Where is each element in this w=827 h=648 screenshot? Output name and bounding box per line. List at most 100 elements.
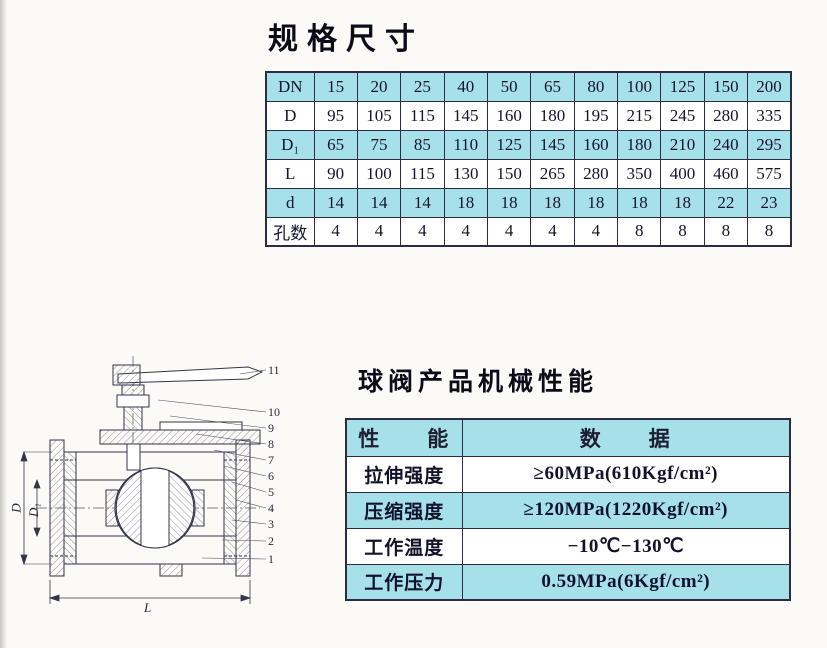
spec-cell: 4: [443, 216, 488, 247]
spec-cell: 110: [443, 129, 488, 160]
spec-cell: 575: [747, 158, 792, 189]
dim-label-outer: D: [8, 503, 24, 513]
spec-row-label: 孔数: [265, 216, 315, 247]
drawing-callout-11: 11: [268, 363, 280, 377]
drawing-callout-1: 1: [268, 552, 274, 566]
spec-cell: 150: [703, 71, 749, 102]
spec-cell: 18: [486, 187, 532, 218]
spec-row-label: D₁: [265, 129, 315, 160]
drawing-callout-8: 8: [268, 437, 274, 451]
dimension-lines: [20, 450, 252, 604]
spec-cell: 14: [400, 187, 445, 218]
spec-cell: 100: [356, 158, 402, 189]
dim-label-inner: D₁: [25, 503, 41, 517]
spec-cell: 125: [660, 71, 705, 102]
performance-header-data: 数 据: [461, 418, 791, 457]
spec-cell: 4: [356, 216, 402, 247]
drawing-callout-9: 9: [268, 421, 274, 435]
performance-row-label: 拉伸强度: [345, 455, 463, 493]
drawing-callout-4: 4: [268, 501, 274, 515]
drawing-callout-3: 3: [268, 517, 274, 531]
spec-cell: 22: [703, 187, 749, 218]
spec-cell: 130: [443, 158, 488, 189]
spec-cell: 210: [660, 129, 705, 160]
performance-table-row: 压缩强度≥120MPa(1220Kgf/cm²): [345, 491, 791, 529]
spec-row-label: L: [265, 158, 315, 189]
performance-row-label: 压缩强度: [345, 491, 463, 529]
spec-row-label: DN: [265, 71, 315, 102]
spec-cell: 240: [703, 129, 749, 160]
performance-header-property: 性 能: [345, 418, 463, 457]
spec-cell: 23: [747, 187, 792, 218]
performance-row-value: 0.59MPa(6Kgf/cm²): [461, 563, 791, 601]
spec-cell: 4: [530, 216, 575, 247]
performance-row-label: 工作压力: [345, 563, 463, 601]
spec-cell: 50: [486, 71, 532, 102]
drawing-callout-7: 7: [268, 453, 274, 467]
spec-cell: 150: [486, 158, 532, 189]
spec-cell: 95: [313, 100, 358, 131]
performance-row-value: ≥120MPa(1220Kgf/cm²): [461, 491, 791, 529]
spec-cell: 460: [703, 158, 749, 189]
spec-cell: 350: [617, 158, 662, 189]
spec-cell: 14: [356, 187, 402, 218]
spec-cell: 4: [400, 216, 445, 247]
spec-cell: 65: [530, 71, 575, 102]
spec-cell: 105: [356, 100, 402, 131]
spec-cell: 160: [573, 129, 619, 160]
spec-cell: 85: [400, 129, 445, 160]
spec-cell: 125: [486, 129, 532, 160]
leader-lines: [157, 369, 267, 560]
spec-cell: 115: [400, 100, 445, 131]
spec-cell: 8: [617, 216, 662, 247]
performance-header-row: 性 能 数 据: [345, 418, 791, 457]
spec-cell: 280: [573, 158, 619, 189]
performance-table-row: 工作温度−10℃−130℃: [345, 527, 791, 565]
spec-cell: 100: [617, 71, 662, 102]
dim-label-length: L: [144, 600, 152, 615]
spec-cell: 18: [573, 187, 619, 218]
spec-cell: 245: [660, 100, 705, 131]
spec-cell: 18: [660, 187, 705, 218]
spec-cell: 18: [617, 187, 662, 218]
drawing-callout-10: 10: [268, 405, 280, 419]
spec-cell: 90: [313, 158, 358, 189]
spec-row-label: d: [265, 187, 315, 218]
spec-cell: 195: [573, 100, 619, 131]
spec-cell: 14: [313, 187, 358, 218]
spec-cell: 160: [486, 100, 532, 131]
spec-cell: 215: [617, 100, 662, 131]
performance-row-value: −10℃−130℃: [461, 527, 791, 565]
spec-cell: 295: [747, 129, 792, 160]
spec-cell: 8: [747, 216, 792, 247]
spec-cell: 180: [530, 100, 575, 131]
performance-table-row: 拉伸强度≥60MPa(610Kgf/cm²): [345, 455, 791, 493]
spec-cell: 400: [660, 158, 705, 189]
drawing-callout-6: 6: [268, 469, 274, 483]
spec-cell: 4: [486, 216, 532, 247]
drawing-callout-2: 2: [268, 534, 274, 548]
spec-title: 规格尺寸: [268, 23, 424, 56]
spec-row-label: D: [265, 100, 315, 131]
performance-title: 球阀产品机械性能: [358, 368, 599, 396]
spec-cell: 25: [400, 71, 445, 102]
spec-cell: 40: [443, 71, 488, 102]
performance-table: 性 能 数 据 拉伸强度≥60MPa(610Kgf/cm²)压缩强度≥120MP…: [345, 418, 791, 601]
spec-cell: 15: [313, 71, 358, 102]
spec-cell: 65: [313, 129, 358, 160]
performance-row-label: 工作温度: [345, 527, 463, 565]
valve-cross-section-svg: [20, 356, 267, 604]
spec-cell: 335: [747, 100, 792, 131]
spec-cell: 115: [400, 158, 445, 189]
spec-cell: 4: [313, 216, 358, 247]
spec-cell: 18: [443, 187, 488, 218]
